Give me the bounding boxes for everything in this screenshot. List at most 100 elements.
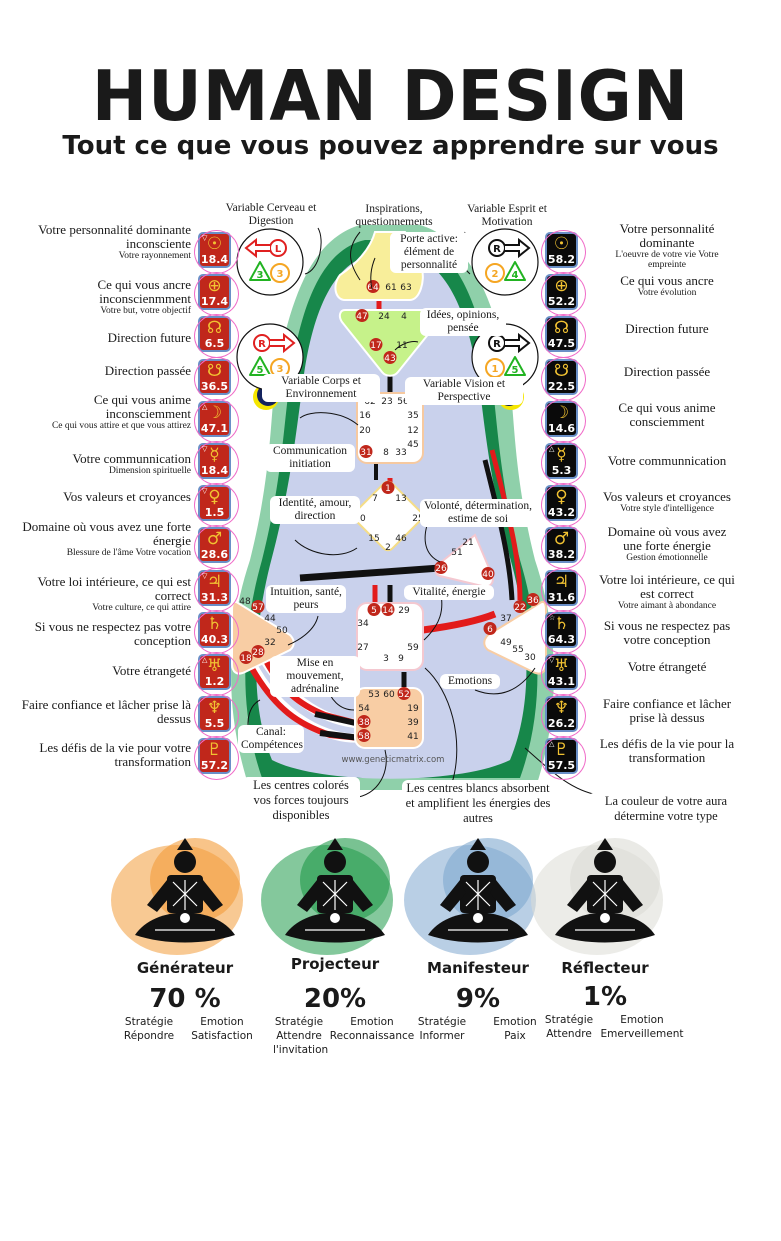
gate-4[interactable]: 4: [401, 312, 407, 322]
gate-55[interactable]: 55: [512, 645, 523, 655]
planet-meaning: Vos valeurs et croyances: [63, 489, 191, 504]
planet-tile[interactable]: △♇57.5: [541, 736, 586, 781]
gate-22[interactable]: 22: [513, 600, 527, 613]
planet-tile[interactable]: ▽☉18.4: [194, 230, 239, 274]
gate-40[interactable]: 40: [481, 567, 495, 580]
planet-tile[interactable]: ⊕52.2: [541, 272, 586, 317]
gate-18[interactable]: 18: [239, 651, 253, 664]
planet-tile[interactable]: ⊕17.4: [194, 272, 239, 317]
planet-tile[interactable]: ♂28.6: [194, 525, 239, 570]
planet-tile[interactable]: △♅1.2: [194, 652, 239, 696]
planet-tile[interactable]: △☿5.3: [541, 441, 586, 485]
gate-39[interactable]: 39: [407, 718, 419, 728]
gate-50[interactable]: 50: [276, 626, 288, 636]
gate-46[interactable]: 46: [395, 534, 407, 544]
gate-23[interactable]: 23: [381, 397, 392, 407]
gate-53[interactable]: 53: [368, 690, 379, 700]
gate-17[interactable]: 17: [369, 338, 383, 351]
gate-49[interactable]: 49: [500, 638, 512, 648]
gate-31[interactable]: 31: [359, 445, 373, 458]
planet-tile[interactable]: ☊47.5: [541, 314, 586, 359]
gate-16[interactable]: 16: [359, 411, 371, 421]
gate-52[interactable]: 52: [397, 687, 411, 700]
gate-41[interactable]: 41: [407, 732, 418, 742]
planet-tile[interactable]: ▽☿18.4: [194, 441, 239, 485]
gate-28[interactable]: 28: [251, 645, 265, 658]
gate-58[interactable]: 58: [357, 729, 371, 742]
gate-11[interactable]: 11: [396, 341, 407, 351]
gate-36[interactable]: 36: [526, 593, 540, 606]
planet-tile[interactable]: ♂38.2: [541, 525, 586, 570]
planet-tile[interactable]: ☉58.2: [541, 230, 586, 274]
planet-tile[interactable]: ♇57.2: [194, 736, 239, 781]
planet-tile[interactable]: ▽♃31.3: [194, 567, 239, 612]
gate-34[interactable]: 34: [357, 619, 369, 629]
gate-21[interactable]: 21: [462, 538, 473, 548]
planet-label: Votre communnication: [597, 454, 737, 468]
planet-meaning: Direction future: [625, 321, 709, 336]
planet-tile[interactable]: ☽14.6: [541, 398, 586, 443]
gate-6[interactable]: 6: [483, 622, 497, 635]
type-percent: 70 %: [149, 984, 221, 1014]
gate-15[interactable]: 15: [368, 534, 379, 544]
gate-number: 35: [407, 411, 418, 421]
gate-62[interactable]: 62: [364, 397, 375, 407]
gate-10[interactable]: 10: [354, 514, 366, 524]
active-gate-marker: [366, 280, 380, 293]
gate-14[interactable]: 14: [381, 603, 395, 616]
gate-number: 49: [500, 638, 512, 648]
gate-3[interactable]: 3: [383, 654, 389, 664]
gate-33[interactable]: 33: [395, 448, 406, 458]
gate-43[interactable]: 43: [383, 351, 397, 364]
gate-44[interactable]: 44: [264, 614, 276, 624]
gate-35[interactable]: 35: [407, 411, 418, 421]
gate-29[interactable]: 29: [398, 606, 410, 616]
gate-57[interactable]: 57: [251, 600, 265, 613]
planet-tile[interactable]: △☽47.1: [194, 398, 239, 443]
planet-tile[interactable]: ☊6.5: [194, 314, 239, 359]
gate-59[interactable]: 59: [407, 643, 419, 653]
gate-19[interactable]: 19: [407, 704, 419, 714]
gate-60[interactable]: 60: [383, 690, 395, 700]
gate-48[interactable]: 48: [239, 597, 251, 607]
planet-tile[interactable]: ♀43.2: [541, 483, 586, 528]
gate-61[interactable]: 61: [385, 283, 396, 293]
planet-tile[interactable]: ☋22.5: [541, 356, 586, 401]
gate-24[interactable]: 24: [378, 312, 390, 322]
planet-tile[interactable]: ▽♀1.5: [194, 483, 239, 528]
planet-tile[interactable]: ♃31.6: [541, 567, 586, 612]
gate-47[interactable]: 47: [355, 309, 369, 322]
gate-27[interactable]: 27: [357, 643, 368, 653]
planet-tile[interactable]: ☆♄64.3: [541, 609, 586, 654]
planet-tile[interactable]: ♄40.3: [194, 609, 239, 654]
gate-32[interactable]: 32: [264, 638, 275, 648]
gate-5[interactable]: 5: [367, 603, 381, 616]
gate-25[interactable]: 25: [412, 514, 423, 524]
gate-8[interactable]: 8: [383, 448, 389, 458]
planet-tile[interactable]: ▽♅43.1: [541, 652, 586, 696]
gate-13[interactable]: 13: [395, 494, 406, 504]
gate-1[interactable]: 1: [381, 481, 395, 494]
gate-56[interactable]: 56: [397, 397, 409, 407]
gate-30[interactable]: 30: [524, 653, 536, 663]
gate-number: 17: [370, 341, 381, 351]
gate-20[interactable]: 20: [359, 426, 371, 436]
planet-tile[interactable]: ♆26.2: [541, 694, 586, 739]
gate-37[interactable]: 37: [500, 614, 511, 624]
gate-51[interactable]: 51: [451, 548, 462, 558]
planet-tile[interactable]: ♆5.5: [194, 694, 239, 739]
gate-9[interactable]: 9: [398, 654, 404, 664]
planet-meaning: Direction passée: [104, 363, 191, 378]
highlight-ring: [541, 694, 586, 739]
gate-38[interactable]: 38: [357, 715, 371, 728]
gate-64[interactable]: 64: [366, 280, 380, 293]
planet-tile[interactable]: ☋36.5: [194, 356, 239, 401]
gate-12[interactable]: 12: [407, 426, 418, 436]
gate-2[interactable]: 2: [385, 543, 391, 553]
gate-26[interactable]: 26: [434, 561, 448, 574]
gate-7[interactable]: 7: [372, 494, 378, 504]
gate-54[interactable]: 54: [358, 704, 370, 714]
gate-45[interactable]: 45: [407, 440, 418, 450]
active-gate-marker: [434, 561, 448, 574]
gate-63[interactable]: 63: [400, 283, 411, 293]
